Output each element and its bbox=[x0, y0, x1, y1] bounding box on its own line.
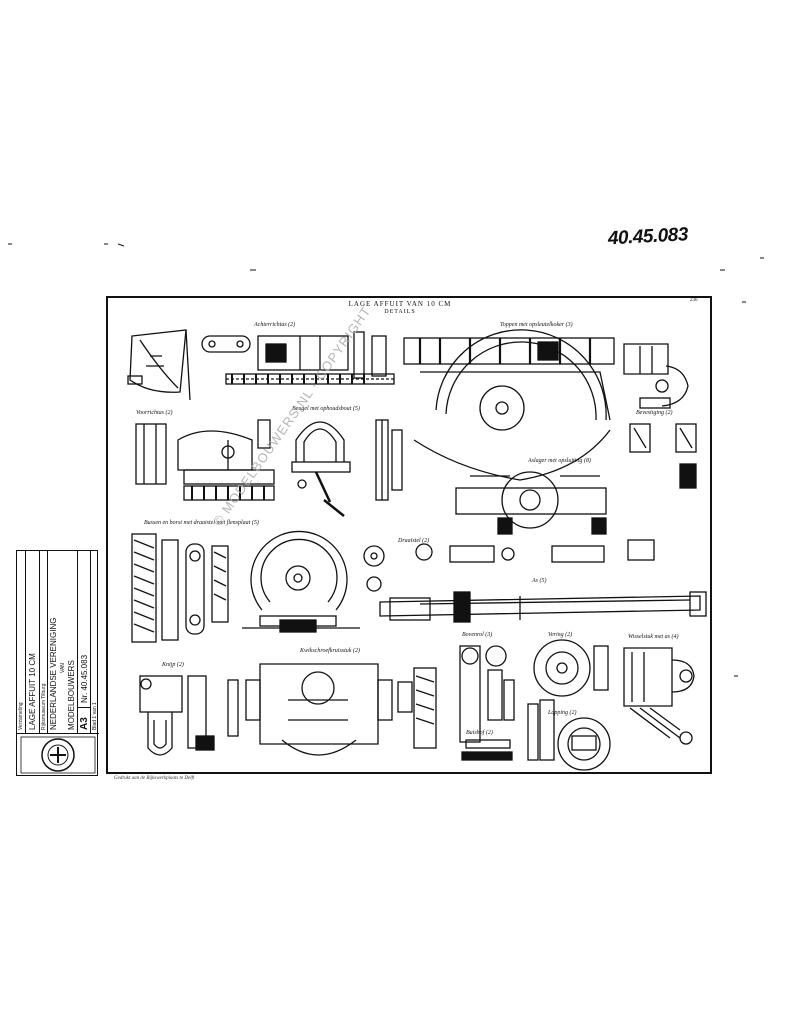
part-label: Draaistel (2) bbox=[398, 538, 430, 544]
organization-logo bbox=[17, 733, 99, 777]
part-lapping bbox=[557, 717, 611, 771]
sheet-number-row: A3 Nr. 40.45.083 bbox=[78, 551, 91, 733]
part-label: Kwikschroefkruisstuk (2) bbox=[300, 648, 360, 654]
collection-label: Verzameling bbox=[17, 551, 26, 733]
footer-note: Gedrukt aan de Rijkswerkplaats te Delft bbox=[114, 776, 195, 781]
sheet-corner-number: 236 bbox=[690, 298, 698, 303]
sheet-subtitle: DETAILS bbox=[384, 309, 416, 315]
part-bussen bbox=[131, 533, 229, 643]
part-label: Lapping (2) bbox=[548, 710, 577, 716]
part-kruisstuk bbox=[245, 663, 437, 756]
part-label: As (5) bbox=[532, 578, 547, 584]
part-bovenrol bbox=[459, 645, 515, 761]
part-label: Buishof (2) bbox=[466, 730, 493, 736]
part-wisselstuk bbox=[623, 647, 695, 745]
part-toppen bbox=[403, 329, 689, 481]
part-beugel bbox=[291, 419, 403, 517]
part-bevestiging bbox=[629, 423, 697, 489]
organization-name: VAN bbox=[59, 663, 66, 673]
part-label: Bussen en borst met draaistel met flensp… bbox=[144, 520, 259, 526]
small-note: Blad 1 van 1 bbox=[92, 702, 98, 730]
object-name: LAGE AFFUIT 10 CM bbox=[26, 551, 40, 733]
part-label: Wisselstuk met as (4) bbox=[628, 634, 679, 640]
part-flensplaat bbox=[242, 530, 360, 633]
part-draaistel bbox=[363, 543, 433, 592]
part-link-bar bbox=[201, 335, 251, 353]
drawing-sheet bbox=[106, 296, 712, 774]
part-voorrichtas bbox=[135, 419, 275, 501]
title-block: Verzameling LAGE AFFUIT 10 CM Rijksmuseu… bbox=[16, 550, 99, 777]
part-label: Aslager met opsluiting (8) bbox=[528, 458, 591, 464]
part-label: Toppen met opsleutelkoker (3) bbox=[500, 322, 573, 328]
part-label: Vering (2) bbox=[548, 632, 573, 638]
sheet-number: Nr. 40.45.083 bbox=[79, 654, 89, 703]
part-scoop bbox=[127, 329, 191, 401]
part-achterrichtas bbox=[225, 331, 395, 385]
part-label: Bovenrol (3) bbox=[462, 632, 493, 638]
sheet-title: LAGE AFFUIT VAN 10 CM bbox=[348, 300, 452, 308]
sheet-size: A3 bbox=[78, 707, 91, 733]
organization-name: NEDERLANDSE VERENIGING bbox=[49, 617, 58, 730]
organization-name: MODELBOUWERS bbox=[66, 551, 78, 733]
part-knijp bbox=[139, 675, 239, 756]
part-label: Beugel met ophoudsbout (5) bbox=[292, 406, 360, 412]
part-vering bbox=[527, 639, 609, 761]
part-label: Knijp (2) bbox=[162, 662, 184, 668]
part-aslager bbox=[449, 471, 655, 563]
part-label: Bevestiging (2) bbox=[636, 410, 673, 416]
seal-icon bbox=[20, 736, 96, 774]
scan-noise bbox=[8, 243, 764, 677]
part-as bbox=[379, 591, 707, 623]
part-label: Voorrichtas (2) bbox=[136, 410, 173, 416]
part-label: Achterrichtas (2) bbox=[254, 322, 296, 328]
small-note: Rijksmuseum Tilburg bbox=[40, 551, 48, 733]
